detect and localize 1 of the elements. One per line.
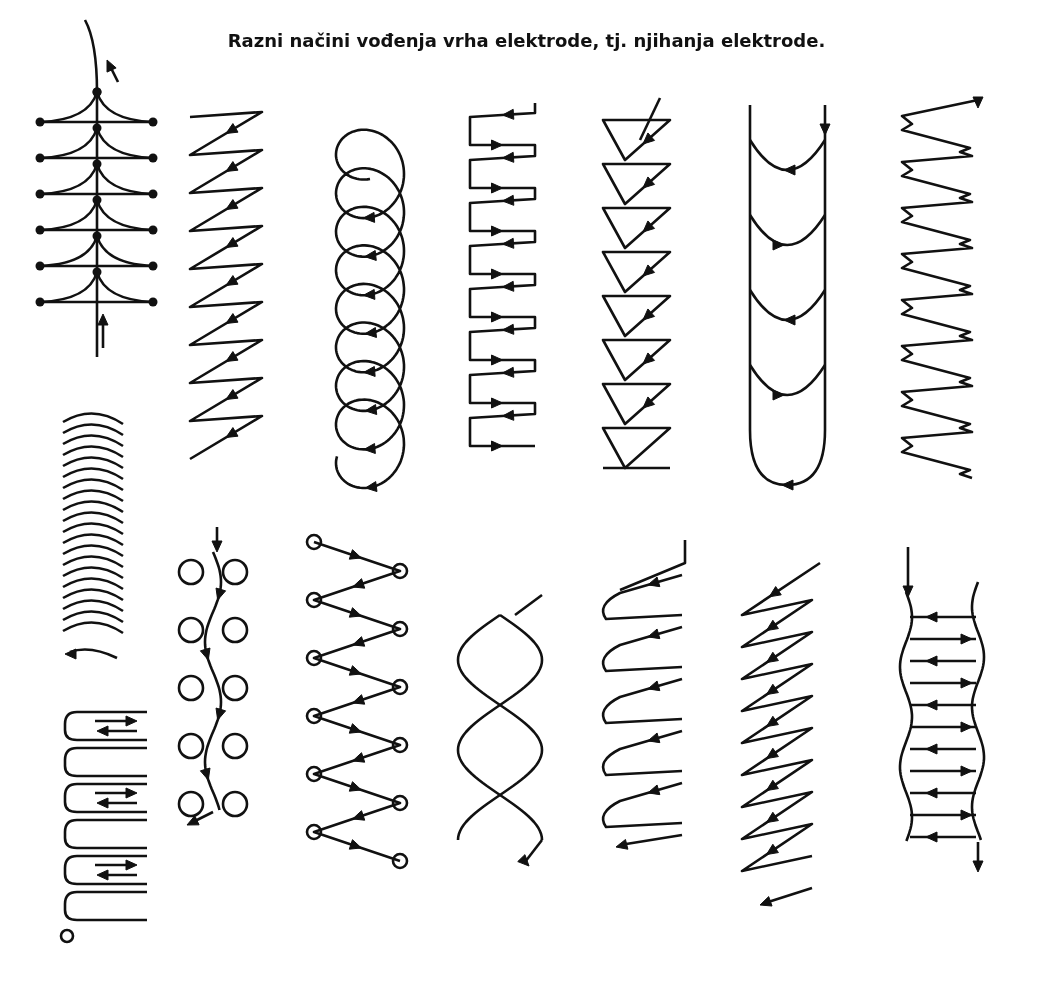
- title: Razni načini vođenja vrha elektrode, tj. njihanja elektrode.: [226, 30, 827, 51]
